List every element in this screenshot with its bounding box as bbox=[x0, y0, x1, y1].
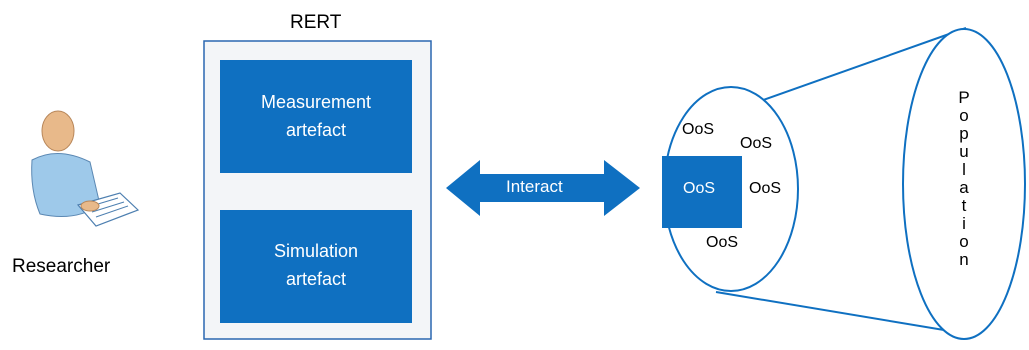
population-ellipse bbox=[902, 28, 1026, 340]
interact-arrow bbox=[446, 160, 640, 216]
population-letter: n bbox=[959, 250, 969, 269]
measurement-label: Measurement artefact bbox=[220, 88, 412, 144]
researcher-body bbox=[31, 153, 101, 218]
researcher-icon bbox=[31, 110, 140, 227]
paper-line bbox=[95, 205, 129, 218]
oos-label-top-left: OoS bbox=[682, 121, 715, 138]
population-letter: o bbox=[959, 232, 969, 251]
simulation-label: Simulation artefact bbox=[220, 237, 412, 293]
population-letter: P bbox=[958, 88, 970, 107]
population-letter: p bbox=[959, 124, 969, 143]
measurement-line-2: artefact bbox=[285, 120, 347, 140]
population-letter: u bbox=[959, 142, 969, 161]
researcher-label: Researcher bbox=[12, 256, 111, 277]
paper-line bbox=[91, 201, 125, 213]
rert-title: RERT bbox=[290, 12, 342, 33]
population-letter: o bbox=[959, 106, 969, 125]
researcher-hand bbox=[80, 200, 100, 212]
measurement-box bbox=[220, 60, 412, 173]
funnel-line-bottom bbox=[715, 291, 969, 335]
population-letter: a bbox=[959, 178, 969, 197]
researcher-head bbox=[41, 110, 75, 152]
oos-label-top-right: OoS bbox=[740, 135, 773, 152]
simulation-line-2: artefact bbox=[285, 269, 347, 289]
oos-label-right: OoS bbox=[749, 180, 782, 197]
simulation-line-1: Simulation bbox=[273, 241, 359, 261]
measurement-line-1: Measurement bbox=[260, 92, 372, 112]
simulation-box bbox=[220, 210, 412, 323]
oos-label-center: OoS bbox=[683, 180, 716, 197]
population-letter: i bbox=[962, 214, 966, 233]
population-letter: t bbox=[961, 196, 967, 215]
interact-label: Interact bbox=[506, 177, 563, 196]
population-letter: l bbox=[962, 160, 966, 179]
oos-label-bottom: OoS bbox=[706, 234, 739, 251]
oos-square bbox=[662, 156, 742, 228]
